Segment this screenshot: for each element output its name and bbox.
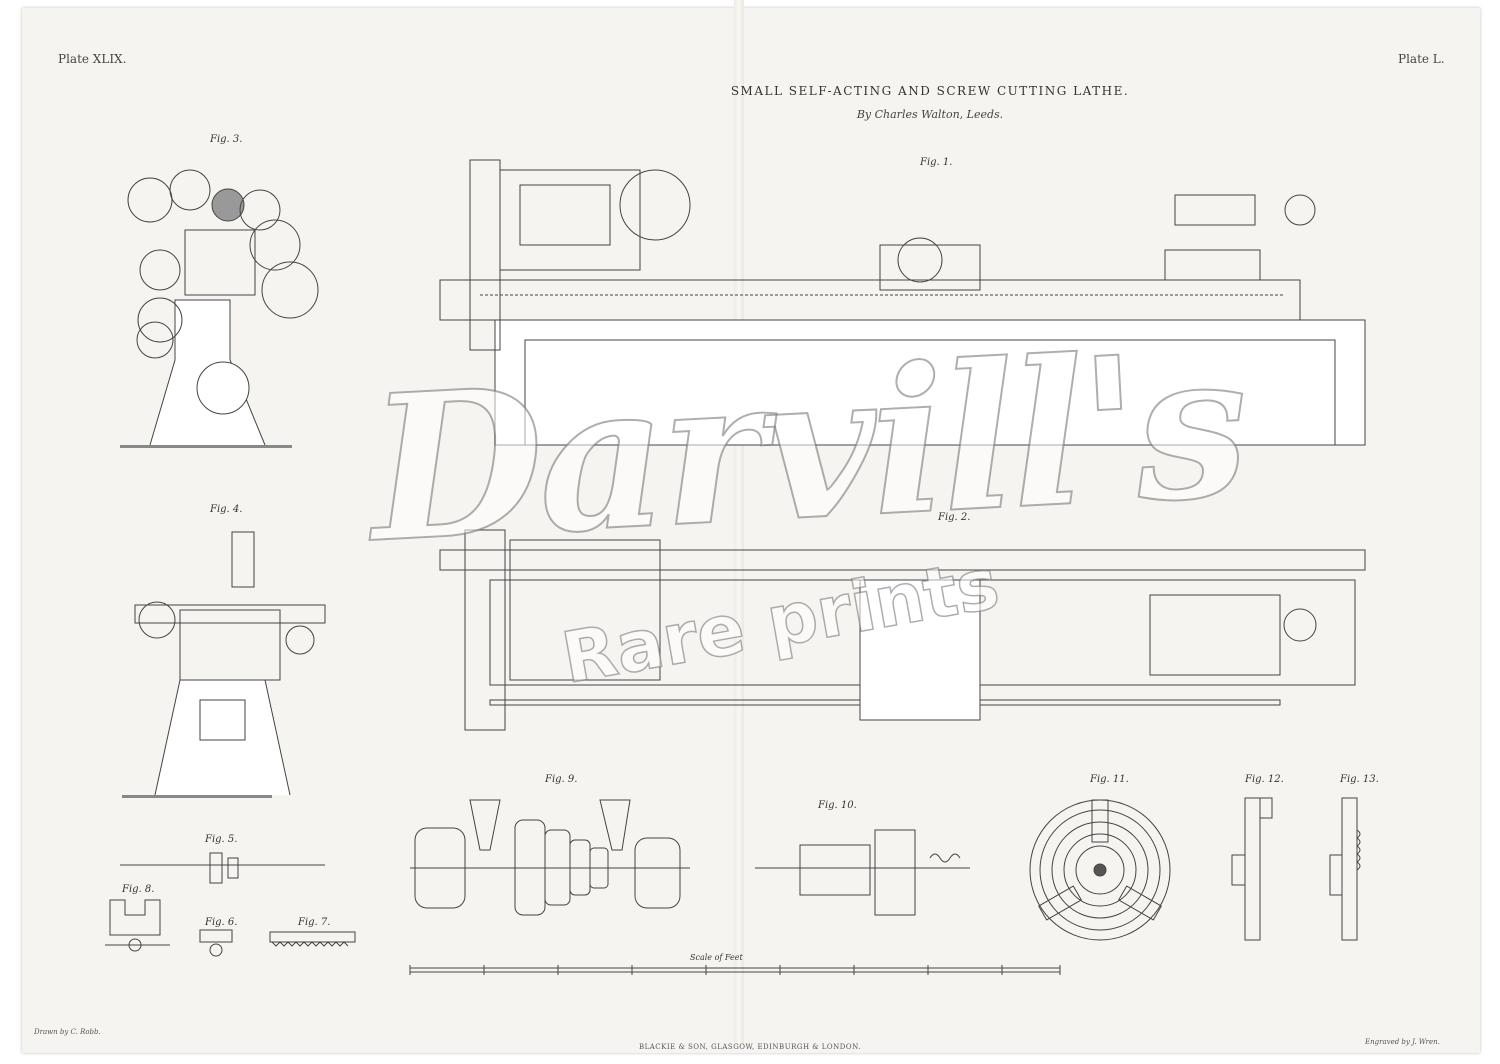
drawn-by-credit: Drawn by C. Robb. xyxy=(34,1028,101,1036)
fig7-rack xyxy=(269,931,356,947)
fig8-bracket xyxy=(105,899,170,952)
fig13-label: Fig. 13. xyxy=(1339,774,1379,785)
fig3-label: Fig. 3. xyxy=(209,134,242,145)
fig11-label: Fig. 11. xyxy=(1089,774,1129,785)
scale-label: Scale of Feet xyxy=(690,953,743,962)
fig12-label: Fig. 12. xyxy=(1244,774,1284,785)
fig1-label: Fig. 1. xyxy=(919,157,952,168)
fig4-label: Fig. 4. xyxy=(209,504,242,515)
printer-imprint: BLACKIE & SON, GLASGOW, EDINBURGH & LOND… xyxy=(638,1043,862,1051)
fig10-label: Fig. 10. xyxy=(817,800,857,811)
fig9-cone-pulley xyxy=(410,799,690,916)
fig7-label: Fig. 7. xyxy=(297,917,330,928)
plate-title: SMALL SELF-ACTING AND SCREW CUTTING LATH… xyxy=(730,84,1130,98)
plate-left-label: Plate XLIX. xyxy=(58,52,127,66)
plate-sheet xyxy=(22,8,1480,1053)
plate-subtitle: By Charles Walton, Leeds. xyxy=(856,108,1004,121)
fig8-label: Fig. 8. xyxy=(121,884,154,895)
fig13-chuck-section xyxy=(1329,797,1361,941)
fig5-label: Fig. 5. xyxy=(204,834,237,845)
plate-right-label: Plate L. xyxy=(1398,52,1445,66)
fig2-lathe-plan xyxy=(439,529,1366,731)
fig5-shaft xyxy=(120,852,325,884)
fig3-headstock-end-view xyxy=(120,169,319,448)
fig11-chuck-face xyxy=(1029,799,1171,941)
fig12-chuck-section xyxy=(1231,797,1273,941)
fig9-label: Fig. 9. xyxy=(544,774,577,785)
center-fold xyxy=(734,0,744,1045)
fig10-spindle-section xyxy=(755,829,970,916)
fig4-carriage-section xyxy=(122,531,326,798)
fig6-label: Fig. 6. xyxy=(204,917,237,928)
scale-of-feet xyxy=(409,965,1061,975)
fig1-lathe-elevation xyxy=(439,159,1366,446)
engraved-by-credit: Engraved by J. Wren. xyxy=(1365,1038,1440,1046)
fig6-clamp xyxy=(199,929,233,957)
fig2-label: Fig. 2. xyxy=(937,512,970,523)
